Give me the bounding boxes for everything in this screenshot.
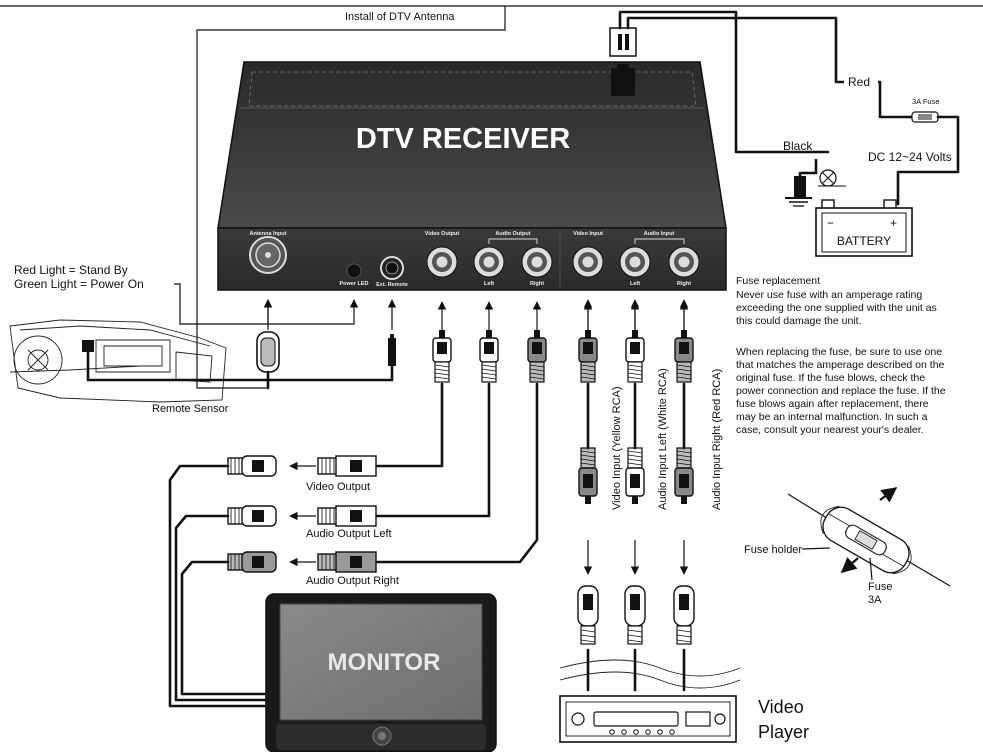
input-cables: Video Input (Yellow RCA) Audio Input Lef…	[559, 299, 741, 692]
audio-out-left-label: Left	[484, 281, 494, 287]
volts-label: DC 12~24 Volts	[868, 150, 952, 164]
video-input-label: Video Input	[573, 231, 603, 237]
antenna-input-label: Antenna Input	[250, 231, 287, 237]
antenna-install-label: Install of DTV Antenna	[345, 11, 455, 23]
fuse-holder-illustration: Fuse holder Fuse 3A	[744, 487, 951, 606]
monitor-audio-right-plug	[227, 551, 277, 573]
svg-text:Red: Red	[848, 75, 870, 89]
audio-output-left-cable-label: Audio Output Left	[306, 528, 392, 540]
output-plugs: Video Output Audio Output Left Audio Out…	[289, 455, 399, 587]
video-player: Video Player	[559, 695, 809, 743]
audio-output-right-cable-label: Audio Output Right	[306, 575, 399, 587]
ext-remote-plug	[387, 299, 397, 366]
audio-input-right-mid-plug	[674, 447, 694, 504]
video-player-audio-right-socket	[673, 585, 695, 645]
power-wiring: Red Red 3A Fuse Black DC 12~24 Volts	[609, 10, 960, 257]
video-player-audio-left-socket	[624, 585, 646, 645]
fuse-para2-line2: that matches the amperage described on t…	[736, 359, 945, 371]
antenna-plug	[256, 299, 280, 390]
output-wires	[374, 382, 539, 564]
car-dashboard: Remote Sensor	[9, 319, 394, 415]
audio-output-label: Audio Output	[495, 231, 530, 237]
receiver-title: DTV RECEIVER	[356, 123, 570, 155]
rca-jack-audio-in-right	[668, 246, 700, 278]
audio-input-right-cable-label: Audio Input Right (Red RCA)	[711, 369, 723, 510]
video-input-mid-plug	[578, 447, 598, 504]
power-plug	[609, 27, 637, 57]
fuse-label-line2: 3A	[868, 594, 882, 606]
audio-output-right-plug	[317, 551, 377, 573]
audio-output-right-rca-plug	[527, 301, 547, 383]
led-legend: Red Light = Stand By Green Light = Power…	[14, 263, 359, 325]
fuse-holder-label: Fuse holder	[744, 544, 802, 556]
fuse-para2-line5: fuse blows again after replacement, ther…	[736, 398, 929, 410]
fuse-para2-line4: power connection and replace the fuse. I…	[736, 385, 946, 397]
video-output-rca-plug	[432, 301, 452, 383]
antenna-install-line: Install of DTV Antenna	[0, 5, 983, 389]
steering-wheel-icon	[13, 335, 63, 385]
rca-jack-audio-out-left	[473, 246, 505, 278]
rca-jack-audio-out-right	[521, 246, 553, 278]
video-output-plug	[317, 455, 377, 477]
rca-jack-video-in	[572, 246, 604, 278]
audio-input-left-rca-plug	[625, 301, 645, 383]
rca-jack-video-out	[426, 246, 458, 278]
video-player-video-socket	[577, 585, 599, 645]
fuse-para1-line2: exceeding the one supplied with the unit…	[736, 302, 937, 314]
fuse-label-line1: Fuse	[868, 581, 892, 593]
fuse-heading: Fuse replacement	[736, 275, 820, 287]
rca-jack-audio-in-left	[619, 246, 651, 278]
remote-sensor-label: Remote Sensor	[152, 403, 229, 415]
fuse-para2-line3: original fuse. If the fuse blows, check …	[736, 372, 925, 384]
dtv-receiver: DTV RECEIVER Antenna Input Power LED Ext…	[217, 61, 727, 291]
battery-plus: +	[890, 216, 897, 230]
monitor: MONITOR	[265, 593, 497, 752]
ext-remote-label: Ext. Remote	[376, 282, 408, 288]
fuse-para1-line1: Never use fuse with an amperage rating	[736, 289, 922, 301]
black-wire-label: Black	[783, 139, 813, 153]
video-player-label-2: Player	[758, 722, 809, 742]
audio-input-right-rca-plug	[674, 301, 694, 383]
fuse-para1-line3: this could damage the unit.	[736, 315, 862, 327]
ground-icon	[785, 176, 812, 207]
fuse-para2-line6: may be an internal malfunction. In such …	[736, 411, 928, 423]
audio-output-left-rca-plug	[479, 301, 499, 383]
power-led	[346, 263, 362, 279]
video-player-label-1: Video	[758, 697, 804, 717]
audio-output-left-plug	[317, 505, 377, 527]
remote-sensor-unit	[82, 340, 94, 352]
fuse-label: 3A Fuse	[912, 97, 940, 106]
audio-in-left-label: Left	[630, 281, 640, 287]
green-light-label: Green Light = Power On	[14, 277, 144, 291]
output-rca-cables	[432, 301, 695, 645]
video-input-cable-label: Video Input (Yellow RCA)	[611, 386, 623, 510]
fuse-replacement-text: Fuse replacement Never use fuse with an …	[736, 275, 946, 436]
monitor-plugs	[168, 455, 277, 708]
audio-input-left-mid-plug	[625, 447, 645, 504]
video-output-label: Video Output	[425, 231, 460, 237]
audio-input-left-cable-label: Audio Input Left (White RCA)	[657, 368, 669, 510]
video-output-cable-label: Video Output	[306, 481, 370, 493]
monitor-audio-left-plug	[227, 505, 277, 527]
battery-label: BATTERY	[837, 234, 891, 248]
fuse-para2-line1: When replacing the fuse, be sure to use …	[736, 346, 942, 358]
audio-out-right-label: Right	[530, 281, 544, 287]
monitor-video-plug	[227, 455, 277, 477]
battery: − + BATTERY	[815, 199, 913, 257]
audio-input-label: Audio Input	[644, 231, 675, 237]
battery-minus: −	[827, 216, 834, 230]
power-socket	[611, 68, 635, 96]
screw-icon	[818, 169, 846, 187]
audio-in-right-label: Right	[677, 281, 691, 287]
fuse-para2-line7: case, consult your nearest your's dealer…	[736, 424, 924, 436]
power-led-label: Power LED	[339, 281, 368, 287]
red-light-label: Red Light = Stand By	[14, 263, 128, 277]
monitor-label: MONITOR	[328, 649, 441, 676]
